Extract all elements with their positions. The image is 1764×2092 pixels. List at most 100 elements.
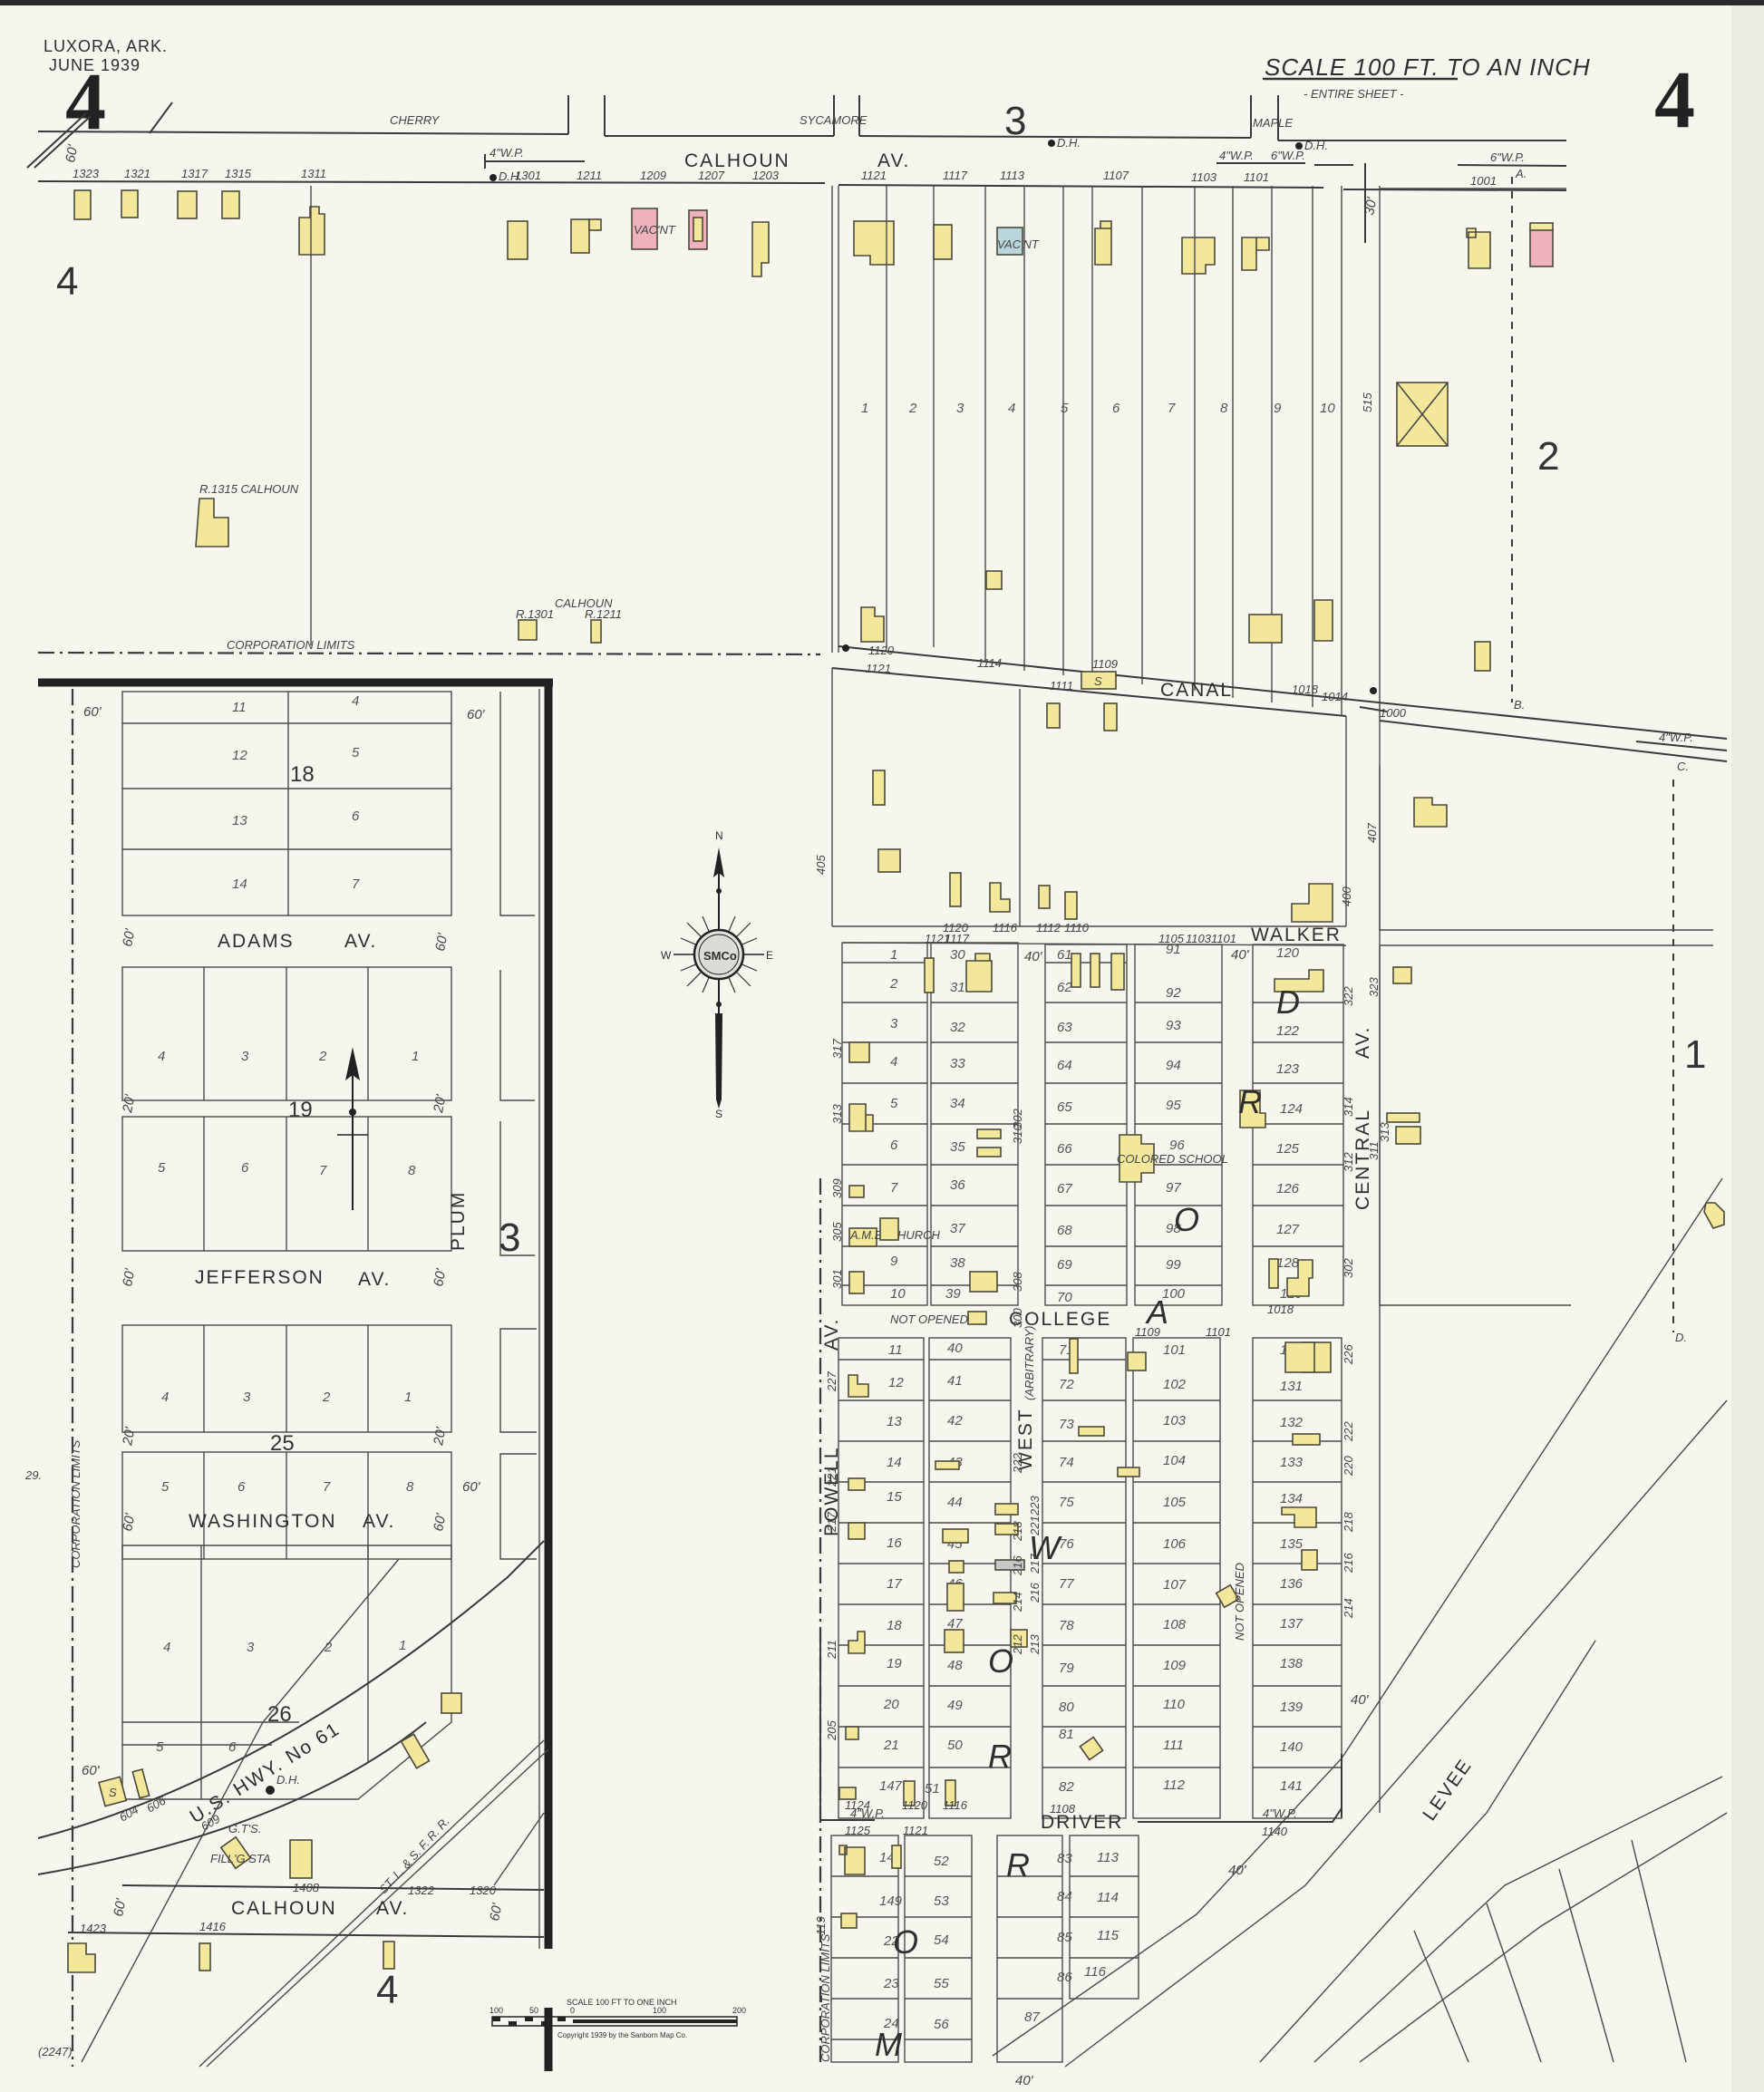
dwelling	[177, 190, 198, 219]
address: 217	[825, 1512, 838, 1533]
lot-number: 62	[1057, 980, 1072, 995]
address: 1320	[470, 1884, 497, 1897]
river-bank	[1313, 1776, 1723, 2063]
street-edge-south	[838, 184, 1324, 189]
address: 1121	[903, 1824, 928, 1837]
dwelling	[976, 1147, 1002, 1157]
lot-number: 64	[1057, 1058, 1072, 1073]
rear-address: CALHOUN	[555, 596, 613, 610]
road-letter: O	[988, 1642, 1013, 1680]
lot-number: 7	[352, 877, 360, 892]
rail-line	[199, 1739, 545, 2068]
lot-number: 1	[412, 1049, 419, 1064]
block-col3-upper	[1044, 944, 1128, 1306]
lot-number: 21	[883, 1738, 899, 1753]
lot-number: 1	[861, 401, 868, 416]
canal-north-edge	[838, 645, 1728, 740]
lot-number: 6	[228, 1739, 237, 1755]
dwelling	[1292, 1433, 1321, 1446]
scale-bar-checker	[492, 2017, 566, 2026]
brick-building	[1529, 228, 1554, 267]
address: 300	[1011, 1308, 1024, 1328]
lot-number: 18	[887, 1618, 902, 1633]
lot-number: 20	[883, 1697, 899, 1712]
paper-edge	[1731, 0, 1764, 2092]
rear-address: R.1211	[585, 607, 622, 621]
lot-number: 92	[1166, 985, 1181, 1001]
dimension-label: 60'	[111, 1896, 129, 1917]
adjacent-sheet-right-middle: 1	[1684, 1032, 1706, 1077]
lot-number: 120	[1276, 945, 1300, 961]
lot-number: 134	[1280, 1491, 1303, 1506]
walker-street: WALKER 1120 1116 1112 1110 1121 1117 110…	[842, 921, 1713, 946]
address: 222	[1011, 1453, 1024, 1474]
lot-number: 137	[1280, 1616, 1304, 1632]
dimension-label: 20'	[120, 1425, 139, 1447]
addresses-driver: 1124 1120 1116 1108 1125 1121 1109 1101 …	[845, 1303, 1294, 1837]
water-pipe-line	[1635, 741, 1728, 751]
store-building	[98, 1776, 128, 1807]
lot-number: 13	[232, 813, 247, 828]
street-edge	[37, 131, 569, 135]
lot-number: 69	[1057, 1257, 1072, 1273]
dwelling	[221, 190, 240, 219]
address: 310	[1011, 1124, 1024, 1144]
lot-number: 83	[1057, 1851, 1072, 1866]
lot-number: 44	[947, 1495, 963, 1510]
lot-number: 7	[323, 1479, 331, 1495]
lot-divider	[203, 1325, 369, 1559]
dimension-label: 60'	[120, 926, 138, 947]
dwelling	[400, 1733, 431, 1769]
water-pipe-label: 4"W.P.	[1263, 1806, 1297, 1820]
lot-number: 2	[908, 401, 917, 416]
address: 1117	[943, 169, 968, 182]
dwelling	[877, 848, 901, 873]
address: 1317	[181, 167, 208, 180]
address: 1423	[80, 1922, 107, 1935]
lot-number: 34	[950, 1096, 965, 1111]
north-arrow-pivot	[349, 1109, 356, 1116]
lot-number: 78	[1059, 1618, 1074, 1633]
address: 1120	[943, 921, 969, 935]
block-number: 19	[288, 1098, 313, 1122]
street-name-west: WEST	[1015, 1408, 1036, 1470]
address: 311	[1367, 1141, 1381, 1160]
dwelling	[1071, 953, 1081, 988]
lot-number: 4	[158, 1049, 165, 1064]
pencil-note: 29.	[24, 1468, 42, 1482]
lot-number: 19	[887, 1656, 902, 1671]
dwelling	[838, 1787, 857, 1800]
dwelling	[751, 221, 770, 277]
store-label: S	[109, 1786, 117, 1799]
lot-number: 48	[947, 1658, 963, 1673]
lot-number: 55	[934, 1976, 949, 1991]
dwelling-porch	[588, 218, 602, 231]
dimension-label: 60'	[431, 1511, 449, 1532]
address: 1116	[943, 1798, 968, 1812]
lot-number: 65	[1057, 1099, 1072, 1115]
church-building	[848, 1227, 877, 1247]
lot-divider	[831, 1875, 898, 2040]
dwelling	[1090, 953, 1100, 988]
lot-number: 3	[241, 1049, 249, 1064]
lot-number: 5	[352, 745, 360, 760]
street-name-washington-av: AV.	[363, 1511, 395, 1532]
lot-divider	[905, 1875, 972, 2040]
block-18: 18 11 12 13 14 4 5 6 7 60' 60'	[83, 691, 535, 916]
lot-number: 98	[1166, 1221, 1181, 1236]
street-name-powell-av: AV.	[821, 1318, 842, 1351]
school-label: COLORED SCHOOL	[1117, 1152, 1228, 1166]
address: 1408	[293, 1881, 320, 1894]
rear-address: R.1315 CALHOUN	[199, 482, 299, 496]
address: 1107	[1103, 169, 1129, 182]
calhoun-av-south: CALHOUN AV. 1408 1322 1320 1423 1416 4 (…	[38, 1881, 545, 2058]
address: 1125	[845, 1824, 871, 1837]
dwelling	[848, 1477, 866, 1491]
dwelling	[993, 1592, 1017, 1604]
lot-number: 7	[1168, 401, 1176, 416]
lot-number: 73	[1059, 1417, 1074, 1432]
lot-number: 35	[950, 1139, 965, 1155]
address: 1112	[1036, 921, 1061, 935]
dimension-label: 60'	[120, 1266, 138, 1287]
block-col1-middle	[838, 1337, 925, 1819]
